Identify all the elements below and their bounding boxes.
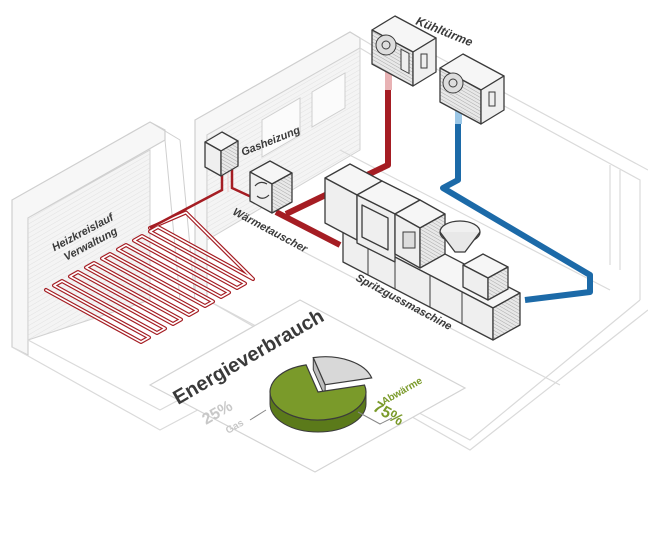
exchange-arrows-icon [254, 181, 270, 199]
control-panel-icon [402, 231, 416, 249]
label-heat-exchanger: Wärmetauscher [231, 206, 310, 256]
heat-exchanger [249, 160, 293, 214]
hot-pipe-machine [274, 209, 342, 248]
pie-slice-gas [312, 356, 373, 386]
floor-heating-coil [44, 210, 255, 344]
pie-chart [269, 356, 373, 433]
main-hall [194, 31, 648, 451]
gas-heater [204, 131, 239, 177]
energy-panel: Energieverbrauch 25% Gas 75% Abwärme [148, 299, 467, 473]
hot-pipe-main [284, 70, 391, 217]
cooling-tower-1 [371, 15, 437, 87]
coil-pipe [45, 211, 254, 343]
cold-pipe [440, 112, 593, 303]
injection-molding-machine [324, 163, 521, 341]
pie-slice-abwärme [269, 364, 367, 421]
cooling-tower-2 [439, 53, 505, 125]
pipes [149, 68, 593, 303]
